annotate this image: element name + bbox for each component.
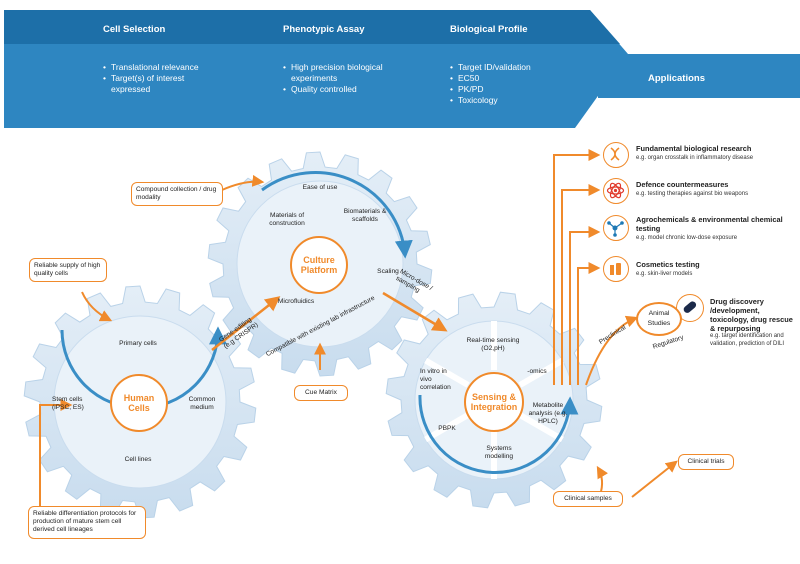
application-connectors: [553, 149, 703, 386]
molecule-icon: [603, 215, 629, 241]
animal-studies-node: Animal Studies: [636, 302, 682, 336]
microfluidics-label: Microfluidics: [277, 298, 315, 305]
list-item: Translational relevance: [103, 62, 253, 73]
applications-band: [598, 54, 800, 98]
phenotypic-assay-title: Phenotypic Assay: [283, 24, 365, 35]
biomaterials-label: Biomaterials & scaffolds: [343, 208, 387, 223]
gear-spoke: [518, 412, 564, 443]
header-band-dark: [4, 10, 620, 44]
cue-matrix-callout: Cue Matrix: [294, 385, 348, 402]
list-item: Target(s) of interest expressed: [103, 73, 211, 95]
supply-arrow: [81, 291, 113, 322]
app-subtitle: e.g. organ crosstalk in inflammatory dis…: [636, 155, 754, 161]
scaling-label: Scaling: [377, 268, 399, 275]
in-vivo-correlation-label: In vitro in vivo correlation: [420, 368, 451, 391]
stem-cells-label: Stem cells (iPSC, ES): [52, 396, 84, 411]
human-cells-hub: Human Cells: [110, 374, 168, 432]
cell-lines-label: Cell lines: [124, 456, 152, 463]
biological-profile-title: Biological Profile: [450, 24, 528, 35]
common-medium-label: Common medium: [188, 396, 216, 411]
ease-of-use-label: Ease of use: [302, 184, 338, 191]
primary-cells-label: Primary cells: [119, 340, 157, 347]
app-title: Defence countermeasures: [636, 180, 729, 189]
list-item: Toxicology: [450, 95, 590, 106]
app-subtitle: e.g. skin-liver models: [636, 271, 693, 277]
clinical-trials-callout: Clinical trials: [678, 454, 734, 471]
cell-selection-list: Translational relevance Target(s) of int…: [103, 62, 253, 95]
cosmetics-icon: [603, 256, 629, 282]
culture-platform-hub: Culture Platform: [290, 236, 348, 294]
rotation-arc-3: [418, 394, 579, 475]
app-title: Fundamental biological research: [636, 144, 752, 153]
drug-discovery-title: Drug discovery /development, toxicology,…: [710, 297, 793, 333]
materials-label: Materials of construction: [269, 212, 305, 227]
cell-selection-title: Cell Selection: [103, 24, 166, 35]
biological-profile-list: Target ID/validation EC50 PK/PD Toxicolo…: [450, 62, 590, 106]
gear-spoke: [518, 357, 564, 388]
pbpk-label: PBPK: [438, 425, 456, 432]
dna-icon: [603, 142, 629, 168]
list-item: Target ID/validation: [450, 62, 590, 73]
app-title: Agrochemicals & environmental chemical t…: [636, 215, 783, 233]
reliable-supply-callout: Reliable supply of high quality cells: [29, 258, 107, 283]
clinical-trials-arrow: [631, 460, 678, 498]
sensing-integration-hub: Sensing & Integration: [464, 372, 524, 432]
rotation-arc-2: [261, 171, 413, 259]
micro-dose-arrow: [382, 291, 448, 332]
list-item: Quality controlled: [283, 84, 423, 95]
app-subtitle: e.g. testing therapies against bio weapo…: [636, 191, 749, 197]
clinical-samples-callout: Clinical samples: [553, 491, 623, 508]
app-subtitle: e.g. model chronic low-dose exposure: [636, 235, 738, 241]
app-title: Cosmetics testing: [636, 260, 700, 269]
realtime-sensing-label: Real-time sensing (O2,pH): [466, 337, 520, 352]
compound-callout: Compound collection / drug modality: [131, 182, 223, 207]
gear-spoke: [424, 412, 470, 443]
applications-title: Applications: [648, 73, 706, 84]
compound-arrow: [221, 174, 265, 191]
metabolite-label: Metabolite analysis (e.g. HPLC): [528, 402, 568, 425]
drug-discovery-subtitle: e.g. target identification and validatio…: [710, 333, 785, 347]
atom-icon: [603, 178, 629, 204]
gear-spoke: [424, 357, 470, 388]
differentiation-callout: Reliable differentiation protocols for p…: [28, 506, 146, 539]
systems-modelling-label: Systems modelling: [484, 445, 514, 460]
human-cells-gear: [23, 285, 257, 519]
list-item: High precision biological experiments: [283, 62, 423, 84]
phenotypic-assay-list: High precision biological experiments Qu…: [283, 62, 423, 95]
list-item: PK/PD: [450, 84, 590, 95]
gene-editing-arrow: [211, 296, 281, 351]
list-item: EC50: [450, 73, 590, 84]
differentiation-arrow: [39, 399, 73, 512]
omics-label: -omics: [527, 368, 547, 375]
